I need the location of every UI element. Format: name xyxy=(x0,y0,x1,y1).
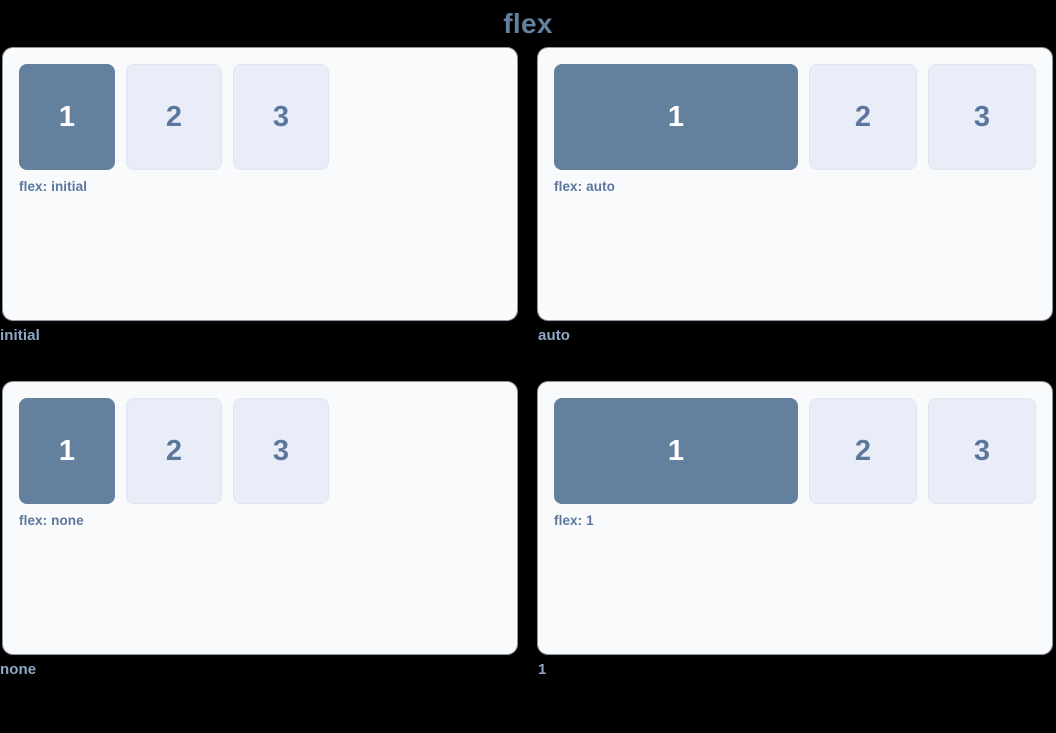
demo-cell-initial: 1 2 3 flex: initial initial xyxy=(0,48,517,345)
flex-container-initial: 1 2 3 xyxy=(19,64,501,170)
demo-cell-one: 1 2 3 flex: 1 1 xyxy=(538,382,1052,679)
flex-container-auto: 1 2 3 xyxy=(554,64,1036,170)
flex-item-1[interactable]: 1 xyxy=(19,64,115,170)
flex-container-one: 1 2 3 xyxy=(554,398,1036,504)
demo-cell-none: 1 2 3 flex: none none xyxy=(0,382,517,679)
demo-panel-auto: 1 2 3 flex: auto xyxy=(538,48,1052,320)
flex-item-1[interactable]: 1 xyxy=(19,398,115,504)
flex-item-3[interactable]: 3 xyxy=(928,64,1036,170)
flex-item-2[interactable]: 2 xyxy=(126,64,222,170)
flex-item-3[interactable]: 3 xyxy=(928,398,1036,504)
flex-container-none: 1 2 3 xyxy=(19,398,501,504)
demo-panel-initial: 1 2 3 flex: initial xyxy=(3,48,517,320)
demo-panel-one: 1 2 3 flex: 1 xyxy=(538,382,1052,654)
flex-item-1[interactable]: 1 xyxy=(554,64,798,170)
panel-caption-none: none xyxy=(0,661,37,678)
panel-label-initial: flex: initial xyxy=(19,179,88,194)
page-title: flex xyxy=(503,8,553,39)
panel-label-none: flex: none xyxy=(19,513,84,528)
panel-caption-initial: initial xyxy=(0,327,40,344)
flex-item-2[interactable]: 2 xyxy=(809,398,917,504)
flex-item-3[interactable]: 3 xyxy=(233,64,329,170)
demo-grid: 1 2 3 flex: initial initial 1 2 3 flex: … xyxy=(0,48,1056,679)
flex-item-2[interactable]: 2 xyxy=(809,64,917,170)
panel-label-one: flex: 1 xyxy=(554,513,594,528)
panel-caption-one: 1 xyxy=(538,661,547,678)
flex-item-2[interactable]: 2 xyxy=(126,398,222,504)
demo-cell-auto: 1 2 3 flex: auto auto xyxy=(538,48,1052,345)
demo-panel-none: 1 2 3 flex: none xyxy=(3,382,517,654)
flex-item-1[interactable]: 1 xyxy=(554,398,798,504)
panel-caption-auto: auto xyxy=(538,327,571,344)
panel-label-auto: flex: auto xyxy=(554,179,616,194)
flex-item-3[interactable]: 3 xyxy=(233,398,329,504)
